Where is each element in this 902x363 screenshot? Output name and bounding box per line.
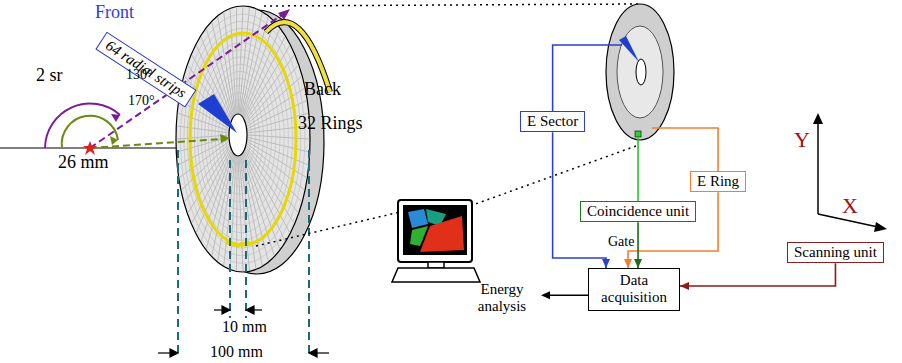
signal-wire <box>637 138 639 201</box>
process-box: Data acquisition <box>588 268 680 311</box>
text-label: Energy analysis <box>466 281 538 314</box>
process-box: Scanning unit <box>787 242 884 263</box>
small-disc-ring <box>617 26 663 118</box>
text-label: Front <box>95 3 134 23</box>
arrow-head <box>624 259 632 268</box>
dashed-ray <box>90 139 222 148</box>
arrow-head <box>813 113 823 124</box>
screen-plot <box>408 209 428 228</box>
signal-box: E Ring <box>690 171 746 192</box>
edge-label: Gate <box>607 234 635 249</box>
small-hole <box>636 59 646 85</box>
small-disc <box>606 4 674 140</box>
strip-wedge <box>198 94 237 133</box>
radial-strips <box>177 7 309 271</box>
arrow-head <box>680 282 689 290</box>
node-text: Data acquisition <box>593 272 675 307</box>
y-axis <box>817 122 819 214</box>
monitor-neck <box>428 262 444 268</box>
connector <box>680 263 835 286</box>
arrow-head <box>278 9 290 20</box>
screen-plot <box>410 226 428 246</box>
arrow-head <box>110 136 118 145</box>
logic-box: Coincidence unit <box>580 201 696 222</box>
arrow-head <box>541 291 550 299</box>
text-label: 32 Rings <box>298 114 363 134</box>
arrow-head <box>220 134 230 143</box>
dimension-lines <box>178 150 309 358</box>
output-wire <box>547 294 588 296</box>
node-text: E Ring <box>697 173 739 190</box>
monitor <box>398 200 472 262</box>
text-label: 100 mm <box>210 343 263 361</box>
front-disc <box>176 6 310 272</box>
node-text: E Sector <box>527 113 578 130</box>
angle-arc <box>45 104 120 148</box>
arrow-head <box>874 222 887 232</box>
text-label: Y <box>794 128 810 152</box>
pixel-marker <box>635 131 641 137</box>
text-label: 130° <box>126 67 153 82</box>
monitor-screen <box>403 205 467 255</box>
text-label: 170° <box>128 93 155 108</box>
signal-wire <box>652 128 718 171</box>
signal-box: E Sector <box>520 111 585 132</box>
monitor-base <box>392 268 480 282</box>
center-hole <box>229 114 247 156</box>
text-label: X <box>842 194 858 218</box>
node-text: Scanning unit <box>794 244 877 261</box>
text-label: 26 mm <box>58 153 109 173</box>
signal-wire <box>553 45 622 111</box>
arrow-head <box>602 259 610 268</box>
node-text: Coincidence unit <box>587 203 689 220</box>
arrow-head <box>111 114 120 122</box>
strip-wedge <box>619 36 639 62</box>
screen-plot <box>420 216 464 252</box>
text-label: 2 sr <box>36 66 63 86</box>
ring-highlight <box>190 33 296 245</box>
arrow-head <box>634 259 642 268</box>
dashed-ray <box>90 12 286 148</box>
text-label: 10 mm <box>222 318 267 336</box>
text-label: Back <box>304 80 341 100</box>
